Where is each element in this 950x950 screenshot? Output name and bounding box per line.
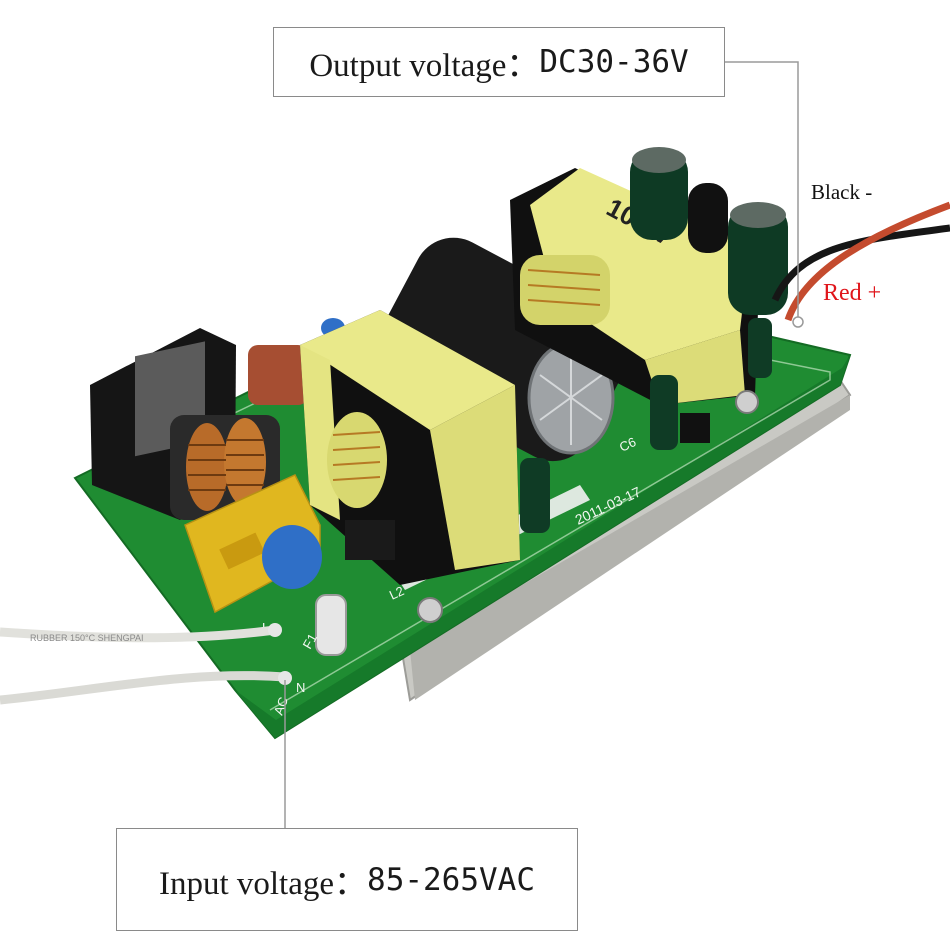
front-transformer-pins [345, 520, 395, 560]
input-voltage-callout: Input voltage： 85-265VAC [116, 828, 578, 931]
small-capacitor-3 [520, 458, 550, 533]
input-wire-bottom [0, 671, 286, 705]
black-wire-label: Black - [811, 180, 873, 204]
small-capacitor-1 [748, 318, 772, 378]
front-transformer-tape [300, 310, 515, 430]
small-capacitor-2 [650, 375, 678, 450]
output-voltage-callout: Output voltage： DC30-36V [273, 27, 725, 97]
heatsink-edge [410, 395, 850, 700]
output-capacitor-2 [728, 205, 788, 315]
input-voltage-label: Input voltage： [158, 865, 368, 902]
output-wire-black [771, 224, 950, 302]
output-capacitor-1 [630, 150, 688, 240]
red-film-capacitor [248, 345, 308, 405]
blue-y-capacitor-front [262, 525, 322, 589]
rear-transformer-coil [520, 255, 610, 325]
terminal-ac-text: AC [271, 695, 291, 717]
mounting-screw-left [417, 597, 443, 623]
rear-coil-windings [527, 269, 601, 306]
front-transformer-coil [327, 412, 387, 508]
output-leader-line [725, 61, 799, 320]
capacitor-ref-text: C6 [617, 434, 638, 455]
copper-coil-left [186, 423, 228, 511]
output-wire-red [784, 201, 950, 322]
input-voltage-value: 85-265VAC [367, 861, 536, 898]
front-coil-windings [332, 431, 381, 481]
output-voltage-value: DC30-36V [539, 44, 689, 80]
inductor-black [688, 183, 728, 253]
coil-windings [188, 439, 264, 491]
terminal-n-text: N [296, 680, 305, 695]
input-wire-top [0, 625, 276, 643]
output-leader-dot [792, 316, 804, 328]
glass-fuse [315, 594, 347, 656]
red-wire-label: Red + [823, 280, 882, 306]
output-capacitor-1-top [632, 147, 686, 173]
solder-joint-l [268, 623, 282, 637]
ic-chip [680, 413, 710, 443]
solder-joint-n [278, 671, 292, 685]
x-capacitor-label [219, 532, 265, 570]
fuse-ref-text: F1 [300, 631, 321, 652]
front-transformer-tape-side [430, 385, 520, 570]
capacitor-vent-marks [539, 350, 603, 445]
cable-print-text: RUBBER 150°C SHENGPAI [30, 633, 143, 643]
output-voltage-label: Output voltage： [309, 48, 540, 84]
inductor-ref-text: L2 [387, 583, 406, 603]
mounting-screw-right [735, 390, 759, 414]
output-capacitor-2-top [730, 202, 786, 228]
